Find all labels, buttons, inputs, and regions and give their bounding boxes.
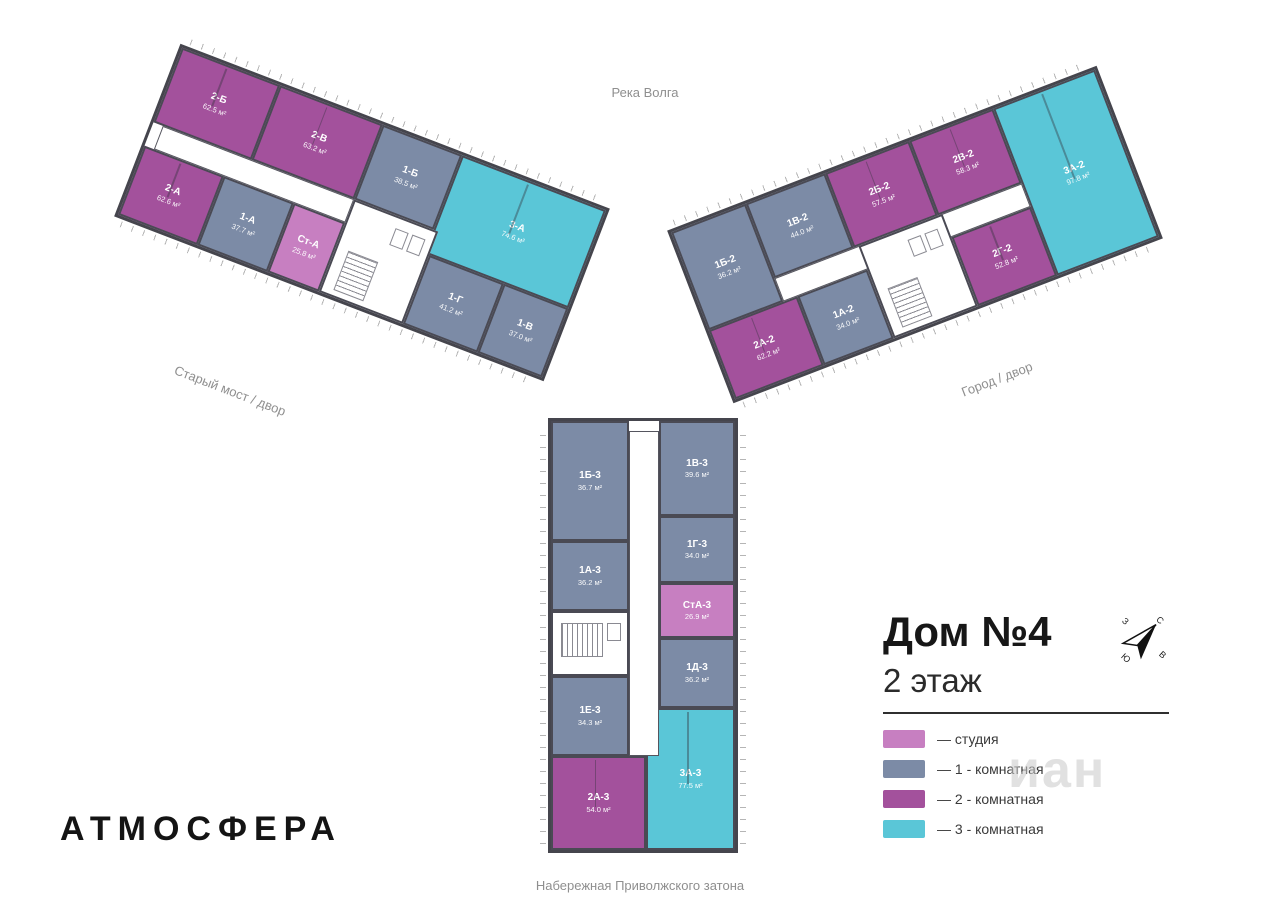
unit-area: 34.3 м² bbox=[577, 717, 603, 727]
wing-right: 1Б-2 36.2 м² 1В-2 44.0 м² 2Б-2 57.5 м² 2… bbox=[667, 65, 1163, 404]
compass-needle-light bbox=[1120, 623, 1157, 647]
apartment-unit[interactable]: 3А-3 77.5 м² bbox=[646, 708, 735, 850]
wing-left: 2-Б 62.5 м² 2-В 63.2 м² 1-Б 38.5 м² 3-А … bbox=[114, 43, 610, 382]
legend-label: — 3 - комнатная bbox=[937, 821, 1044, 837]
compass-north-label: С bbox=[1154, 614, 1166, 626]
wing-bottom: 1Б-3 36.7 м² 1В-3 39.6 м² 1А-3 36.2 м² 1… bbox=[540, 418, 746, 853]
legend-swatch-two-room bbox=[883, 790, 925, 808]
apartment-unit[interactable]: 1Б-3 36.7 м² bbox=[551, 421, 629, 541]
elevator-icon bbox=[607, 623, 621, 641]
unit-area: 36.2 м² bbox=[684, 674, 710, 684]
legend-swatch-three-room bbox=[883, 820, 925, 838]
unit-area: 77.5 м² bbox=[678, 780, 703, 790]
legend-item: — студия bbox=[883, 730, 1044, 748]
street-label-right: Город / двор bbox=[959, 358, 1035, 400]
unit-code: 3А-3 bbox=[679, 768, 702, 780]
compass-needle-dark bbox=[1137, 624, 1157, 660]
apartment-unit[interactable]: СтА-3 26.9 м² bbox=[659, 583, 735, 638]
divider-line bbox=[883, 712, 1169, 714]
unit-code: 1В-3 bbox=[686, 457, 708, 469]
unit-code: 1Б-3 bbox=[579, 470, 601, 482]
legend-label: — студия bbox=[937, 731, 999, 747]
street-label-bottom: Набережная Приволжского затона bbox=[535, 878, 745, 893]
legend: — студия — 1 - комнатная — 2 - комнатная… bbox=[883, 730, 1044, 838]
river-label: Река Волга bbox=[611, 85, 679, 100]
unit-code: 1Г-3 bbox=[686, 538, 708, 550]
unit-code: 1Д-3 bbox=[686, 662, 708, 674]
house-title: Дом №4 bbox=[883, 608, 1052, 655]
apartment-unit[interactable]: 1Д-3 36.2 м² bbox=[659, 638, 735, 708]
apartment-unit[interactable]: 1Е-3 34.3 м² bbox=[551, 676, 629, 756]
legend-item: — 2 - комнатная bbox=[883, 790, 1044, 808]
watermark: иан bbox=[1008, 741, 1107, 799]
legend-label: — 1 - комнатная bbox=[937, 761, 1044, 777]
legend-item: — 1 - комнатная bbox=[883, 760, 1044, 778]
compass-east-label: В bbox=[1157, 649, 1168, 660]
unit-area: 54.0 м² bbox=[586, 804, 611, 814]
compass-west-label: З bbox=[1120, 616, 1131, 627]
apartment-unit[interactable]: 1В-3 39.6 м² bbox=[659, 421, 735, 516]
compass-icon: С В Ю З bbox=[1119, 614, 1168, 665]
unit-area: 36.7 м² bbox=[577, 482, 603, 492]
legend-swatch-one-room bbox=[883, 760, 925, 778]
unit-area: 39.6 м² bbox=[684, 470, 710, 480]
floor-label: 2 этаж bbox=[883, 662, 982, 699]
unit-area: 34.0 м² bbox=[684, 551, 710, 561]
stairs-icon bbox=[561, 623, 603, 657]
unit-code: СтА-3 bbox=[682, 599, 712, 611]
legend-item: — 3 - комнатная bbox=[883, 820, 1044, 838]
legend-label: — 2 - комнатная bbox=[937, 791, 1044, 807]
apartment-unit[interactable]: 1А-3 36.2 м² bbox=[551, 541, 629, 611]
unit-code: 1А-3 bbox=[579, 565, 601, 577]
legend-swatch-studio bbox=[883, 730, 925, 748]
unit-area: 26.9 м² bbox=[684, 612, 710, 622]
unit-code: 2А-3 bbox=[587, 792, 610, 804]
unit-area: 36.2 м² bbox=[577, 577, 603, 587]
apartment-unit[interactable]: 2А-3 54.0 м² bbox=[551, 756, 646, 850]
brand-logo: АТМОСФЕРА bbox=[60, 810, 342, 848]
street-label-left: Старый мост / двор bbox=[172, 362, 288, 419]
compass-south-label: Ю bbox=[1119, 651, 1132, 665]
unit-code: 1Е-3 bbox=[579, 705, 601, 717]
apartment-unit[interactable]: 1Г-3 34.0 м² bbox=[659, 516, 735, 583]
corridor bbox=[629, 431, 659, 756]
